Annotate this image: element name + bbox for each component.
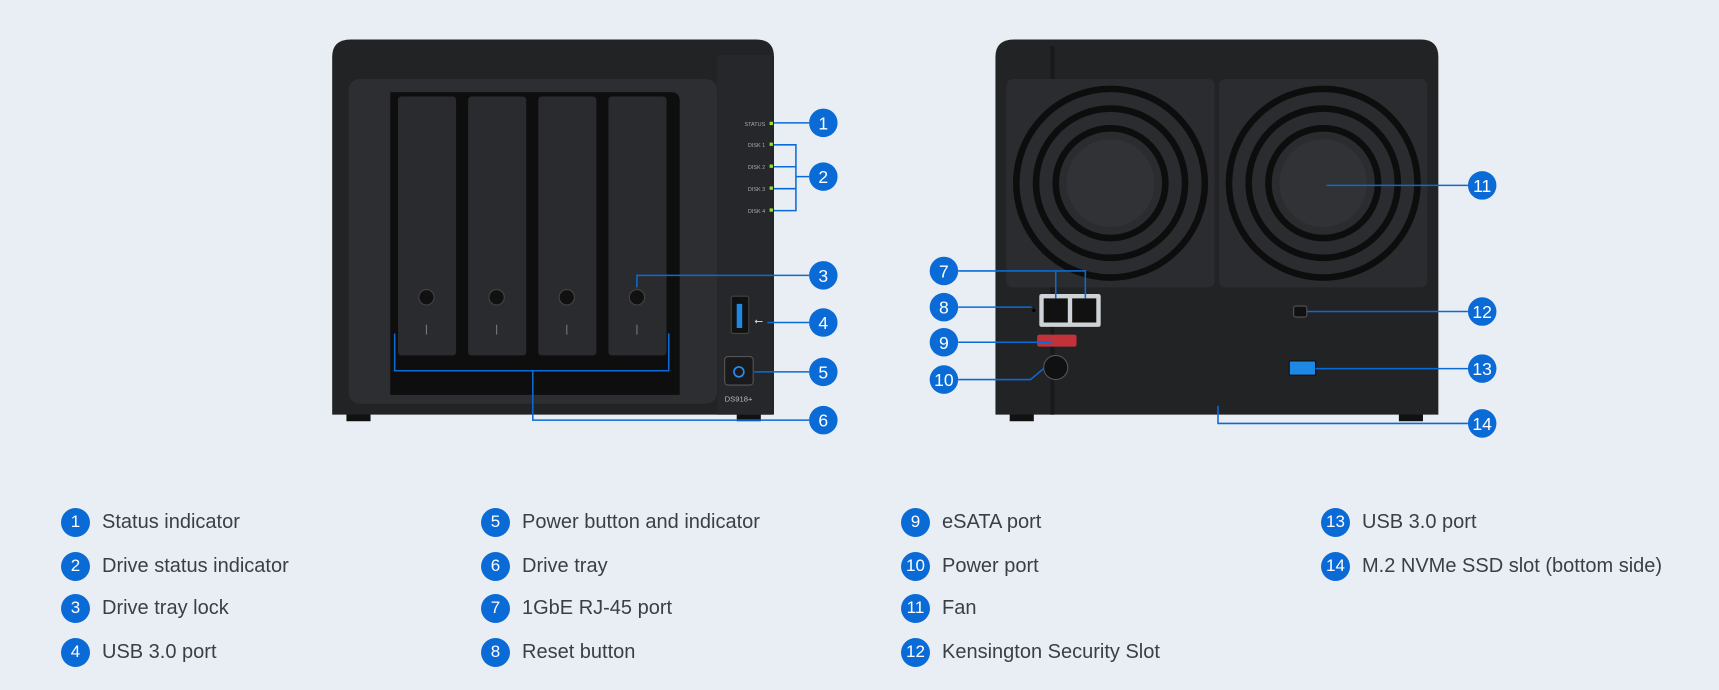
- svg-text:11: 11: [1473, 176, 1491, 196]
- svg-text:8: 8: [939, 298, 949, 318]
- callout-13: 13: [1467, 354, 1497, 383]
- callout-8: 8: [929, 292, 959, 322]
- drive-trays: [397, 96, 667, 356]
- power-button: [724, 355, 754, 386]
- legend-label: Kensington Security Slot: [942, 640, 1160, 663]
- callout-10: 10: [929, 365, 959, 394]
- esata-port: [1037, 334, 1077, 347]
- legend-number: 14: [1321, 551, 1350, 581]
- legend-number: 1: [61, 507, 90, 537]
- legend-number: 9: [901, 507, 930, 537]
- svg-text:14: 14: [1472, 414, 1492, 434]
- legend-item: 2 Drive status indicator: [61, 551, 289, 581]
- svg-text:12: 12: [1472, 302, 1492, 322]
- nas-rear-view: [995, 39, 1439, 422]
- legend-label: Power button and indicator: [522, 510, 760, 533]
- svg-text:1: 1: [818, 113, 828, 133]
- legend-item: 8 Reset button: [481, 637, 635, 667]
- legend-item: 13 USB 3.0 port: [1321, 507, 1477, 537]
- reset-hole: [1032, 308, 1036, 313]
- svg-text:9: 9: [939, 333, 949, 353]
- usb-icon: ⭠: [754, 316, 763, 328]
- disk1-label: DISK 1: [748, 143, 765, 149]
- legend-number: 12: [901, 637, 930, 667]
- svg-text:13: 13: [1472, 359, 1492, 379]
- legend-label: USB 3.0 port: [102, 640, 217, 663]
- legend-label: Reset button: [522, 640, 636, 663]
- legend-item: 11 Fan: [901, 593, 976, 623]
- legend-number: 8: [481, 637, 510, 667]
- callout-6: 6: [809, 405, 838, 435]
- legend-number: 6: [481, 551, 510, 581]
- legend-label: Drive tray: [522, 554, 608, 577]
- callout-14: 14: [1467, 409, 1497, 438]
- legend-number: 7: [481, 593, 510, 623]
- legend-number: 10: [901, 551, 930, 581]
- legend-item: 1 Status indicator: [61, 507, 240, 537]
- legend-label: USB 3.0 port: [1362, 510, 1477, 533]
- kensington-slot: [1293, 305, 1308, 318]
- callout-1: 1: [809, 108, 838, 138]
- legend-number: 4: [61, 637, 90, 667]
- front-indicators: STATUS DISK 1 DISK 2 DISK 3 DISK 4: [744, 121, 773, 215]
- svg-text:10: 10: [934, 370, 954, 390]
- callout-2: 2: [809, 162, 838, 191]
- disk3-label: DISK 3: [748, 187, 765, 193]
- legend-item: 9 eSATA port: [901, 507, 1041, 537]
- svg-text:3: 3: [818, 266, 828, 286]
- legend-number: 5: [481, 507, 510, 537]
- legend-item: 10 Power port: [901, 551, 1039, 581]
- model-label: DS918+: [725, 394, 753, 403]
- legend-label: 1GbE RJ-45 port: [522, 596, 673, 619]
- callout-9: 9: [929, 327, 959, 357]
- legend-item: 14 M.2 NVMe SSD slot (bottom side): [1321, 551, 1662, 581]
- legend-label: M.2 NVMe SSD slot (bottom side): [1362, 554, 1663, 577]
- fans: [1006, 78, 1428, 288]
- legend-label: Power port: [942, 554, 1039, 577]
- svg-text:5: 5: [818, 362, 828, 382]
- legend-label: Drive status indicator: [102, 554, 289, 577]
- callout-4: 4: [809, 308, 838, 337]
- legend-number: 13: [1321, 507, 1350, 537]
- nas-front-view: STATUS DISK 1 DISK 2 DISK 3 DISK 4 ⭠ DS9…: [332, 39, 774, 422]
- legend-item: 7 1GbE RJ-45 port: [481, 593, 672, 623]
- legend-label: eSATA port: [942, 510, 1042, 533]
- callout-3: 3: [809, 261, 838, 290]
- power-port: [1043, 354, 1069, 381]
- svg-text:2: 2: [818, 167, 828, 187]
- callout-7: 7: [929, 256, 959, 286]
- disk4-label: DISK 4: [748, 209, 765, 215]
- callout-11: 11: [1467, 171, 1497, 200]
- svg-text:6: 6: [818, 411, 828, 431]
- leader-lines: [393, 122, 1468, 425]
- legend-number: 3: [61, 593, 90, 623]
- legend-item: 3 Drive tray lock: [61, 593, 229, 623]
- svg-text:4: 4: [818, 313, 828, 333]
- legend-item: 12 Kensington Security Slot: [901, 637, 1160, 667]
- callouts: 1 2 3 4 5 6 7 8 9 10 11 12 13 14: [809, 108, 1497, 438]
- rear-usb-port: [1288, 360, 1317, 376]
- legend-item: 5 Power button and indicator: [481, 507, 760, 537]
- callout-5: 5: [809, 357, 838, 387]
- legend-item: 4 USB 3.0 port: [61, 637, 217, 667]
- disk2-label: DISK 2: [748, 165, 765, 171]
- legend-label: Status indicator: [102, 510, 240, 533]
- status-label: STATUS: [744, 122, 765, 128]
- legend-label: Fan: [942, 596, 977, 619]
- callout-12: 12: [1467, 297, 1497, 326]
- legend-item: 6 Drive tray: [481, 551, 608, 581]
- legend-label: Drive tray lock: [102, 596, 229, 619]
- legend-number: 11: [901, 593, 930, 623]
- legend-number: 2: [61, 551, 90, 581]
- svg-text:7: 7: [939, 262, 949, 282]
